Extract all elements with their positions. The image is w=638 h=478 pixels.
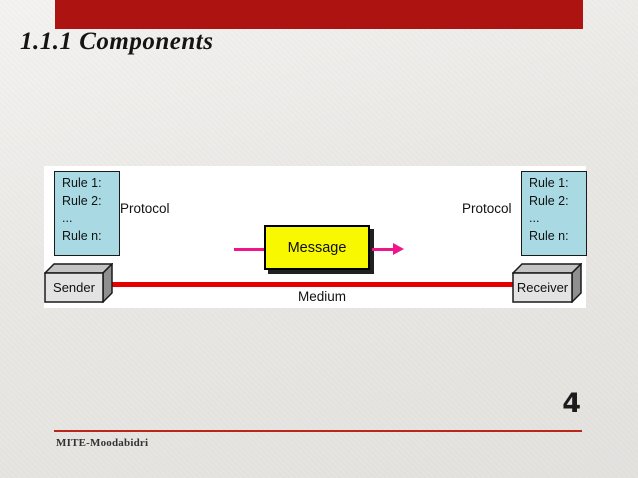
- rule-line: Rule 2:: [62, 193, 102, 208]
- protocol-rules-box-receiver: Rule 1: Rule 2: ... Rule n:: [521, 171, 587, 256]
- page-title: 1.1.1 Components: [20, 28, 214, 55]
- accent-bar: [55, 0, 583, 29]
- footer-divider: [54, 430, 582, 432]
- rule-line: ...: [62, 211, 73, 225]
- footer-text: MITE-Moodabidri: [56, 437, 149, 449]
- sender-box-top-face: [44, 263, 113, 274]
- diagram-panel: Rule 1: Rule 2: ... Rule n: Protocol Rul…: [44, 166, 587, 308]
- rule-line: Rule 1:: [529, 176, 569, 190]
- receiver-label: Receiver: [517, 280, 569, 295]
- sender-box: Sender: [44, 263, 113, 303]
- rule-line: ...: [529, 211, 540, 225]
- page-number: 4: [562, 388, 581, 419]
- message-out-arrowhead-icon: [393, 243, 404, 255]
- protocol-rules-box-sender: Rule 1: Rule 2: ... Rule n:: [54, 171, 120, 256]
- protocol-label-sender: Protocol: [120, 201, 170, 216]
- receiver-box-top-face: [512, 263, 582, 274]
- message-out-arrow-icon: [372, 248, 394, 251]
- rule-line: Rule 2:: [529, 193, 569, 208]
- receiver-box: Receiver: [512, 263, 582, 303]
- message-in-arrow-icon: [234, 248, 264, 251]
- rule-line: Rule 1:: [62, 176, 102, 190]
- sender-label: Sender: [53, 280, 96, 295]
- protocol-label-receiver: Protocol: [462, 201, 512, 216]
- rule-line: Rule n:: [62, 228, 102, 243]
- sender-box-front-face: [44, 272, 104, 303]
- medium-line: [108, 282, 513, 287]
- medium-label: Medium: [297, 289, 346, 304]
- message-box: Message: [264, 225, 370, 270]
- receiver-box-front-face: [512, 272, 573, 303]
- message-label: Message: [287, 239, 347, 256]
- rule-line: Rule n:: [529, 228, 569, 243]
